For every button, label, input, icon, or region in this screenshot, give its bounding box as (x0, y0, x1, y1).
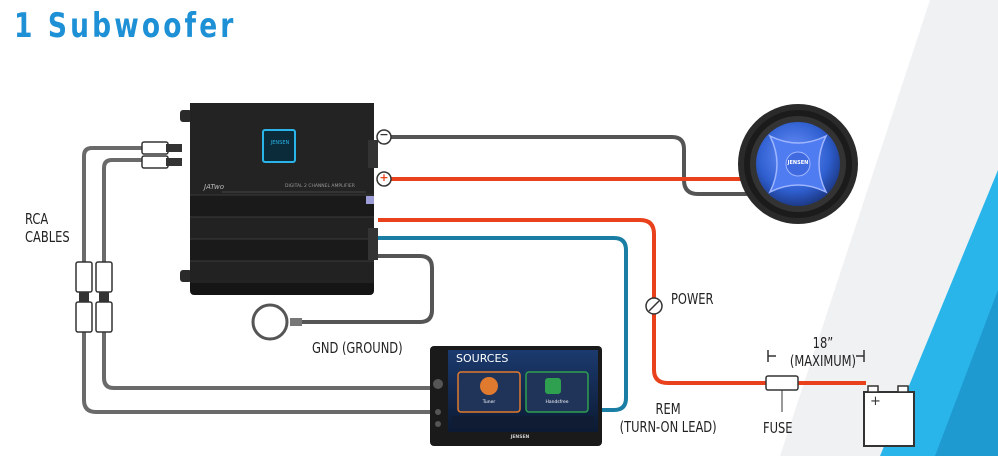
length-label-line2: (MAXIMUM) (789, 352, 857, 370)
rem-label-line1: REM (655, 400, 681, 418)
rca-label-line1: RCA (25, 210, 49, 228)
amplifier-brand: JENSEN (270, 140, 290, 146)
ground-lug (251, 303, 302, 341)
head-unit-tile-tuner: Tuner (482, 400, 496, 405)
rca-plugs-amp (141, 141, 182, 169)
ground-wire (300, 254, 434, 324)
positive-terminal-sign: + (379, 171, 389, 184)
subwoofer-brand: JENSEN (787, 160, 809, 166)
battery-positive-sign: + (870, 394, 881, 409)
amplifier-description: DIGITAL 2 CHANNEL AMPLIFIER (285, 184, 355, 189)
fuse-label: FUSE (763, 419, 793, 437)
head-unit-brand: JENSEN (510, 435, 530, 440)
amplifier (180, 103, 378, 295)
subwoofer (738, 104, 858, 224)
length-label: 18” (MAXIMUM) (783, 334, 863, 370)
corner-decoration (780, 0, 998, 456)
speaker-terminals (376, 129, 392, 187)
rem-wire (378, 236, 628, 412)
negative-terminal-sign: − (379, 128, 389, 141)
ground-label: GND (GROUND) (312, 339, 403, 357)
length-bracket (767, 350, 865, 362)
power-label: POWER (671, 290, 714, 308)
battery (863, 385, 915, 447)
head-unit-tile-handsfree: Handsfree (545, 400, 569, 405)
fuse-holder (765, 375, 799, 412)
power-inline-fuse (645, 297, 663, 315)
speaker-negative-wire (384, 135, 752, 196)
rem-label-line2: (TURN-ON LEAD) (619, 418, 717, 436)
length-label-line1: 18” (812, 334, 834, 352)
rem-label: REM (TURN-ON LEAD) (615, 400, 721, 436)
rca-label-line2: CABLES (25, 228, 70, 246)
head-unit-screen-title: SOURCES (456, 352, 509, 365)
rca-cables-label: RCA CABLES (25, 210, 70, 246)
amplifier-model: JATwo (204, 183, 225, 191)
rca-connectors-inline (75, 261, 113, 333)
page-title: 1 Subwoofer (14, 6, 237, 46)
head-unit (430, 346, 602, 446)
